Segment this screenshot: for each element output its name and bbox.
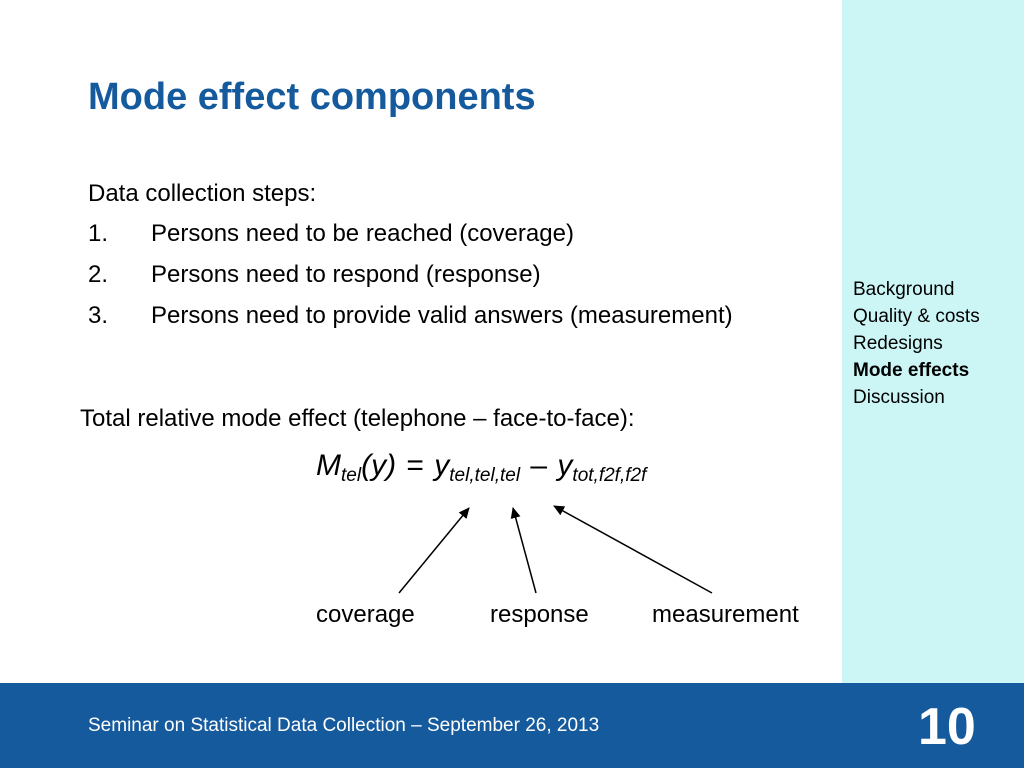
response-arrow (510, 507, 537, 594)
step-item: 1. Persons need to be reached (coverage) (88, 218, 733, 259)
slide-title: Mode effect components (88, 76, 536, 118)
step-number: 1. (88, 220, 109, 247)
step-text: Persons need to be reached (coverage) (151, 220, 574, 247)
page-number: 10 (918, 698, 976, 756)
footer-bar: Seminar on Statistical Data Collection –… (0, 683, 1024, 768)
nav-item-redesigns[interactable]: Redesigns (853, 333, 943, 354)
measurement-arrow (553, 505, 713, 594)
formula-argument: (y) (361, 449, 397, 482)
footer-text: Seminar on Statistical Data Collection –… (88, 715, 600, 736)
coverage-label: coverage (316, 601, 415, 628)
step-number: 3. (88, 302, 109, 329)
nav-item-mode-effects[interactable]: Mode effects (853, 360, 970, 381)
formula-y-tot-subscript: tot,f2f,f2f (572, 465, 647, 486)
formula-minus: – (530, 449, 548, 482)
sidebar-panel: Background Quality & costs Redesigns Mod… (842, 0, 1024, 683)
step-item: 2. Persons need to respond (response) (88, 259, 733, 300)
nav-item-discussion[interactable]: Discussion (853, 387, 945, 408)
steps-intro: Data collection steps: (88, 180, 317, 207)
step-number: 2. (88, 261, 109, 288)
formula-equals: = (406, 449, 424, 482)
formula-m-subscript: tel (341, 465, 362, 486)
formula-m: M (316, 449, 341, 482)
section-nav: Background Quality & costs Redesigns Mod… (853, 276, 980, 411)
coverage-arrow (398, 507, 470, 594)
response-label: response (490, 601, 589, 628)
mode-effect-formula: Mtel(y) = ytel,tel,tel – ytot,f2f,f2f (316, 449, 647, 486)
data-collection-steps: Data collection steps: 1. Persons need to… (88, 178, 733, 341)
nav-item-quality-costs[interactable]: Quality & costs (853, 306, 980, 327)
step-text: Persons need to provide valid answers (m… (151, 302, 733, 329)
total-mode-effect-label: Total relative mode effect (telephone – … (80, 405, 635, 432)
formula-y-tel-subscript: tel,tel,tel (449, 465, 521, 486)
formula-y-tel: y (434, 449, 450, 482)
measurement-label: measurement (652, 601, 799, 628)
step-item: 3. Persons need to provide valid answers … (88, 300, 733, 341)
nav-item-background[interactable]: Background (853, 279, 955, 300)
step-text: Persons need to respond (response) (151, 261, 541, 288)
formula-y-tot: y (557, 449, 573, 482)
